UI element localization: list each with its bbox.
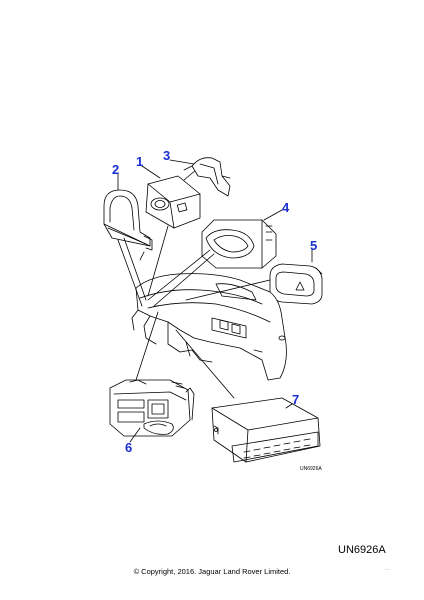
corner-mark: ... [385, 566, 390, 572]
part-2-bezel [103, 189, 153, 251]
part-3-harness [183, 157, 231, 197]
part-6-switch-pack [109, 379, 195, 437]
part-4-control [201, 219, 277, 269]
copyright-notice: © Copyright, 2016. Jaguar Land Rover Lim… [133, 567, 291, 576]
callout-2: 2 [112, 162, 119, 177]
part-1-switch [145, 169, 207, 229]
callout-ticks [117, 159, 313, 443]
callout-6: 6 [125, 440, 132, 455]
reference-code: UN6926A [338, 544, 386, 556]
drawing-code-label: UN6926A [300, 466, 322, 472]
callout-1: 1 [136, 154, 143, 169]
part-7-module [211, 397, 321, 463]
callout-4: 4 [282, 200, 290, 215]
callout-7: 7 [292, 392, 299, 407]
callout-labels: 1 2 3 4 5 6 7 [112, 148, 317, 455]
part-5-hazard-switch [269, 263, 323, 305]
dashboard-outline [131, 273, 287, 381]
callout-5: 5 [310, 238, 317, 253]
leader-lines [117, 225, 271, 399]
callout-3: 3 [163, 148, 170, 163]
